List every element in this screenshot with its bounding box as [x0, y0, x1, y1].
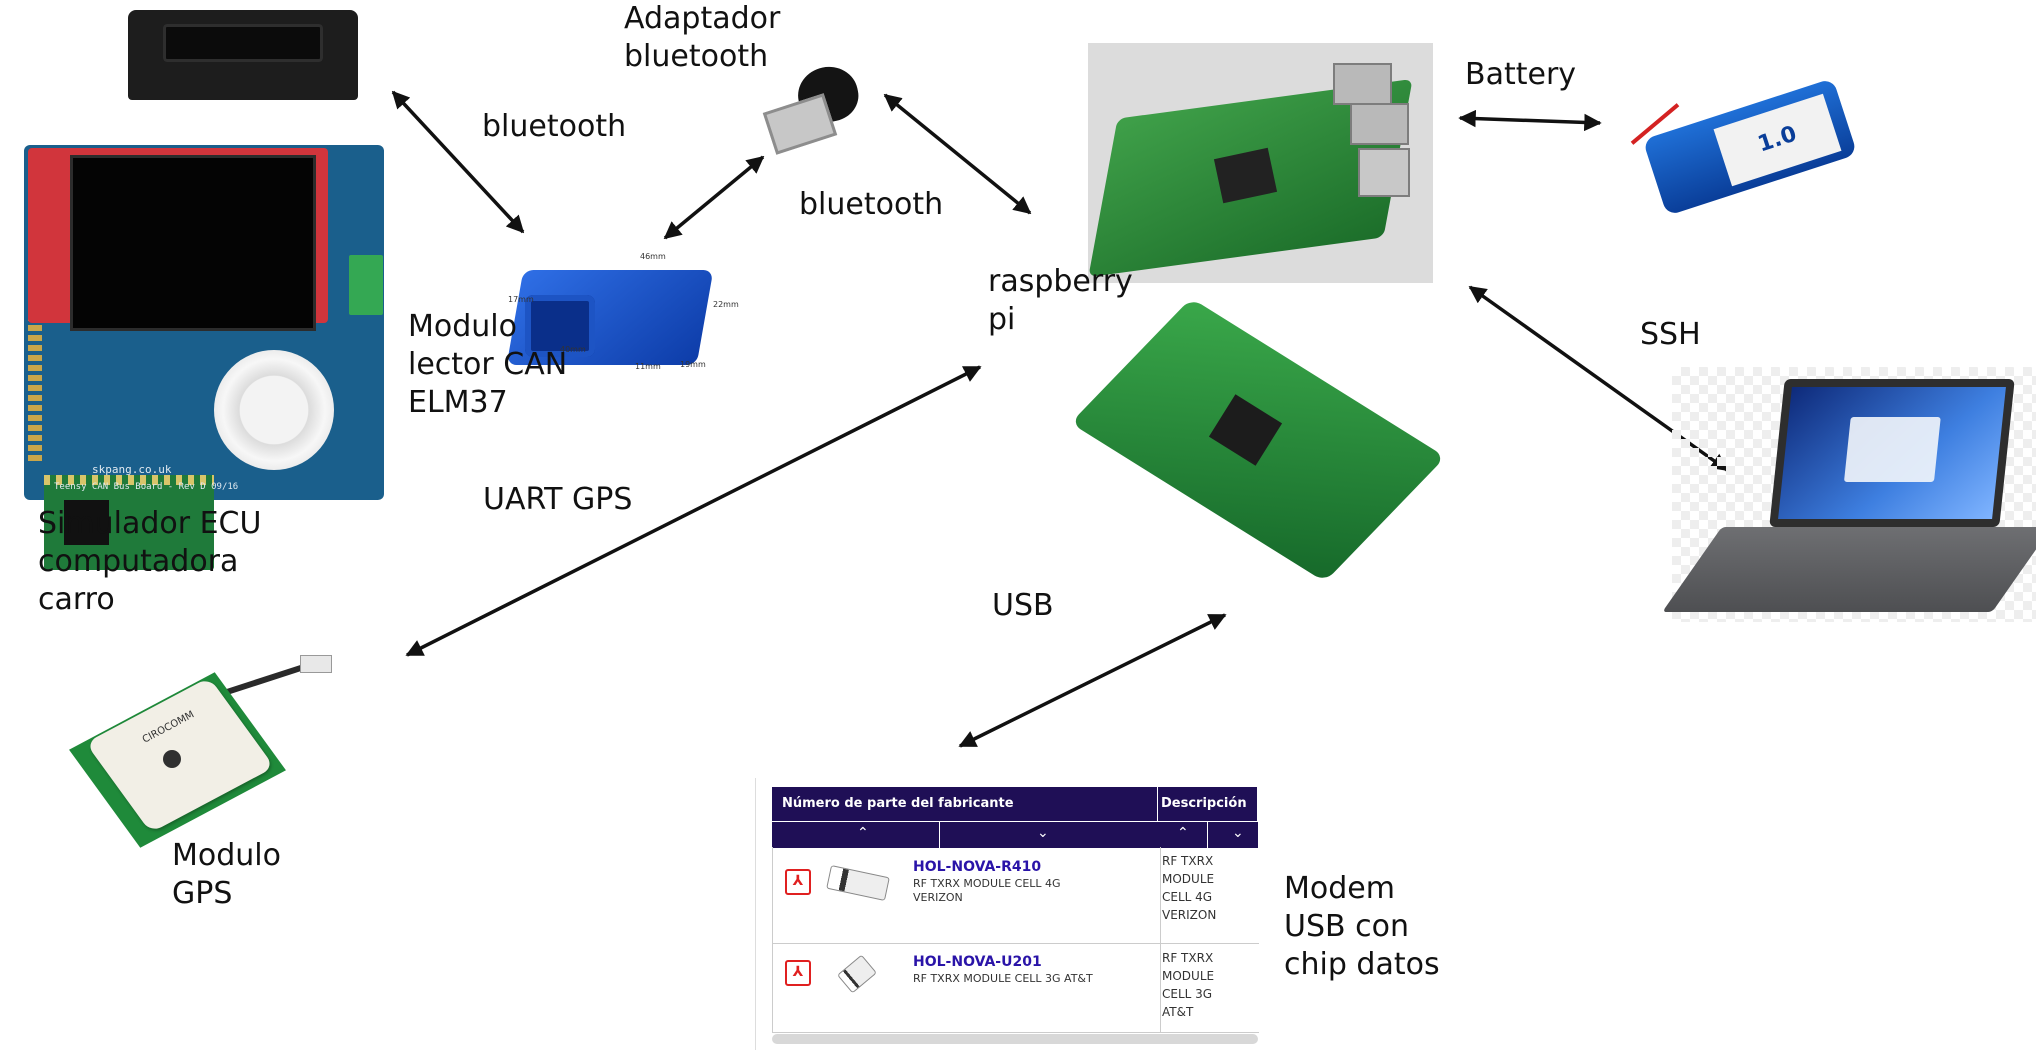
sort-asc-button[interactable]: ⌃: [857, 825, 869, 841]
elm-dim-label: 22mm: [713, 300, 739, 309]
elm-dim-label: 40mm: [560, 345, 586, 354]
obd-connector: [128, 10, 358, 100]
raspberry-pi-zero-image: [1068, 298, 1446, 582]
arrow-rpi-battery: [1458, 109, 1602, 132]
joystick-knob: [214, 350, 334, 470]
arrow-elm-bt: [663, 155, 765, 240]
table-header: Número de parte del fabricante Descripci…: [772, 787, 1258, 855]
gps-antenna-dot: [163, 750, 181, 768]
pdf-icon[interactable]: ⅄: [785, 869, 811, 895]
gps-module-image: CIROCOMM: [69, 640, 345, 855]
ecu-board-model: Teensy CAN Bus Board - Rev D 09/16: [54, 482, 239, 492]
elm-dim-label: 11mm: [635, 362, 661, 371]
elm-dim-label: 17mm: [508, 295, 534, 304]
part-description: RF TXRX MODULE CELL 4G VERIZON: [1162, 854, 1217, 922]
pdf-icon[interactable]: ⅄: [785, 960, 811, 986]
raspberry-pi-image: [1088, 43, 1433, 283]
column-description[interactable]: Descripción: [1161, 796, 1247, 811]
product-thumbnail: [837, 954, 877, 994]
label-raspberry-pi: raspberry pi: [988, 264, 1133, 337]
bluetooth-dongle-image: [760, 61, 870, 157]
table-row: ⅄ HOL-NOVA-R410 RF TXRX MODULE CELL 4G V…: [772, 847, 1259, 944]
label-bluetooth-ecu: bluetooth: [482, 109, 627, 144]
sort-asc-button[interactable]: ⌃: [1177, 825, 1189, 841]
part-number-link[interactable]: HOL-NOVA-R410: [913, 859, 1042, 875]
arrow-modem-zero: [958, 613, 1227, 748]
product-thumbnail: [826, 865, 890, 901]
label-bt-adapter: Adaptador bluetooth: [624, 1, 781, 74]
lcd-screen: [70, 155, 316, 331]
battery-image: 1.0: [1625, 52, 1875, 232]
label-gps-module: Modulo GPS: [172, 838, 281, 911]
modem-table: Número de parte del fabricante Descripci…: [755, 778, 1259, 1050]
part-number-link[interactable]: HOL-NOVA-U201: [913, 954, 1042, 970]
label-usb: USB: [992, 588, 1054, 623]
part-subtitle: RF TXRX MODULE CELL 4G VERIZON: [913, 877, 1061, 904]
label-simulator: Simulador ECU computadora carro: [38, 506, 262, 617]
ecu-simulator-image: skpang.co.uk Teensy CAN Bus Board - Rev …: [18, 10, 388, 570]
label-ssh: SSH: [1640, 317, 1701, 352]
laptop-image: [1662, 367, 2036, 622]
sort-row: ⌃ ⌄ ⌃ ⌄: [772, 821, 1258, 848]
label-battery: Battery: [1465, 57, 1577, 92]
label-modem: Modem USB con chip datos: [1284, 871, 1440, 982]
sort-desc-button[interactable]: ⌄: [1232, 825, 1244, 841]
horizontal-scrollbar[interactable]: [772, 1034, 1258, 1044]
ecu-board-url: skpang.co.uk: [92, 463, 172, 476]
part-description: RF TXRX MODULE CELL 3G AT&T: [1162, 951, 1215, 1019]
part-subtitle: RF TXRX MODULE CELL 3G AT&T: [913, 972, 1093, 985]
label-uart-gps: UART GPS: [483, 482, 633, 517]
obd-port: [525, 295, 595, 357]
elm327-image: 46mm 17mm 40mm 11mm 22mm 19mm: [505, 240, 739, 380]
sort-desc-button[interactable]: ⌄: [1037, 825, 1049, 841]
elm-dim-label: 46mm: [640, 252, 666, 261]
label-bluetooth-adapter: bluetooth: [799, 187, 944, 222]
table-row: ⅄ HOL-NOVA-U201 RF TXRX MODULE CELL 3G A…: [772, 944, 1259, 1033]
column-part-number[interactable]: Número de parte del fabricante: [782, 796, 1014, 811]
elm-dim-label: 19mm: [680, 360, 706, 369]
label-can-module: Modulo lector CAN ELM37: [408, 309, 568, 420]
teensy-board: [44, 475, 214, 570]
